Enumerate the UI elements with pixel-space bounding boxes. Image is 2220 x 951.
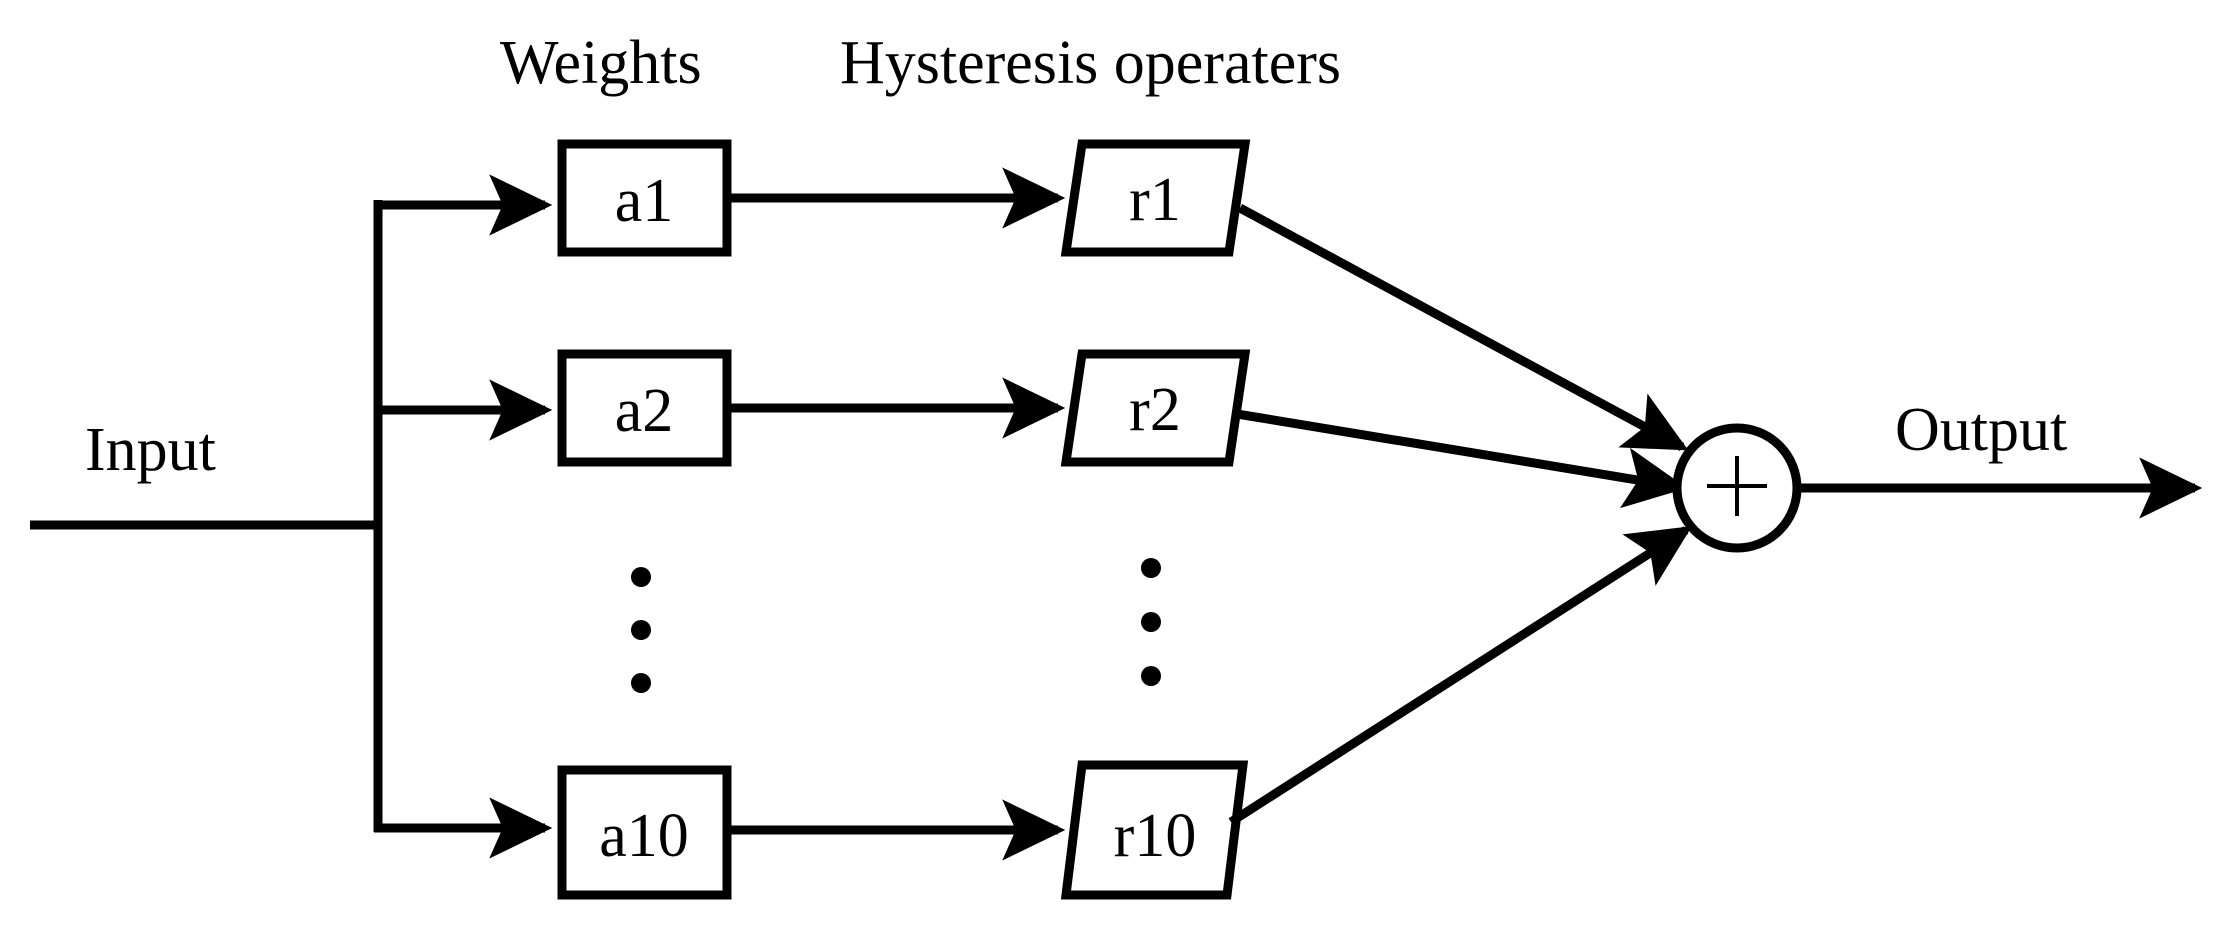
operator-parallelogram-r2[interactable] [1060,349,1251,467]
operator-to-sum-wire-row1 [1237,204,1689,451]
operator-parallelogram-r1[interactable] [1060,139,1251,257]
operators-ellipsis-dot [1141,558,1161,578]
operator-label-r1: r1 [1129,166,1181,234]
weight-box-a2[interactable] [557,349,732,467]
weight-label-a2: a2 [615,377,674,445]
operator-to-sum-wire-row10 [1228,526,1693,826]
weight-label-a10: a10 [599,802,689,870]
header-hysteresis-operators: Hysteresis operaters [840,29,1341,97]
operators-ellipsis-dot [1141,612,1161,632]
operator-label-r2: r2 [1129,376,1181,444]
header-weights: Weights [500,29,702,97]
weights-ellipsis-dot [631,620,651,640]
weight-box-a1[interactable] [557,139,732,257]
weights-ellipsis-dot [631,567,651,587]
weight-label-a1: a1 [615,167,674,235]
operators-ellipsis-dot [1141,666,1161,686]
operator-label-r10: r10 [1114,802,1197,870]
operator-parallelogram-r10[interactable] [1060,760,1249,900]
output-label: Output [1895,396,2067,464]
input-label: Input [85,416,216,484]
operator-to-sum-wire-row2 [1236,409,1688,509]
weights-ellipsis-dot [631,673,651,693]
